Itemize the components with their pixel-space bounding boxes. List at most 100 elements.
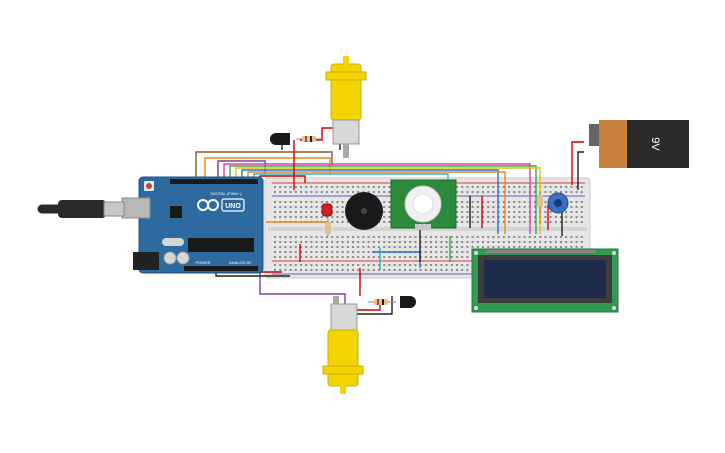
breadboard-hole (471, 216, 474, 218)
breadboard-hole (492, 206, 495, 208)
breadboard-hole (482, 236, 484, 238)
breadboard-hole (352, 236, 354, 238)
wire-pink (223, 163, 531, 234)
breadboard-hole (450, 256, 453, 258)
breadboard-hole (300, 211, 302, 213)
breadboard-hole (331, 216, 334, 218)
breadboard-hole (274, 201, 276, 203)
breadboard-hole (294, 241, 297, 243)
breadboard-hole (445, 269, 448, 271)
breadboard-hole (289, 241, 292, 243)
breadboard-hole (534, 216, 536, 218)
breadboard-hole (476, 211, 479, 213)
breadboard-hole (336, 251, 339, 253)
breadboard-hole (440, 236, 443, 238)
breadboard-hole (476, 186, 479, 188)
breadboard-hole (424, 264, 427, 266)
breadboard-hole (430, 264, 432, 266)
transistor-top (270, 133, 290, 145)
breadboard-hole (305, 246, 308, 248)
breadboard-hole (539, 246, 542, 248)
breadboard-hole (315, 269, 318, 271)
breadboard-hole (284, 246, 287, 248)
breadboard-hole (336, 221, 339, 223)
breadboard-hole (326, 191, 328, 193)
breadboard-hole (471, 241, 474, 243)
breadboard-hole (409, 264, 412, 266)
breadboard-hole (430, 251, 432, 253)
breadboard-hole (445, 236, 448, 238)
breadboard-hole (580, 236, 583, 238)
breadboard-hole (492, 211, 495, 213)
breadboard-hole (487, 221, 490, 223)
breadboard-hole (518, 206, 521, 208)
breadboard-hole (513, 206, 516, 208)
breadboard-hole (445, 246, 448, 248)
arduino-power-label: POWER (195, 260, 210, 265)
breadboard-hole (326, 251, 328, 253)
breadboard-hole (523, 221, 526, 223)
breadboard-hole (508, 211, 510, 213)
breadboard-hole (326, 264, 328, 266)
breadboard-hole (456, 186, 458, 188)
resistor-top (296, 136, 322, 142)
potentiometer (547, 192, 569, 214)
breadboard-hole (300, 191, 302, 193)
breadboard-hole (310, 206, 313, 208)
breadboard-hole (450, 241, 453, 243)
wire-black-battery (577, 151, 584, 190)
breadboard-hole (310, 269, 313, 271)
breadboard-hole (315, 206, 318, 208)
breadboard-hole (352, 269, 354, 271)
breadboard-hole (398, 236, 401, 238)
breadboard-hole (383, 269, 386, 271)
breadboard-hole (300, 251, 302, 253)
breadboard-hole (534, 206, 536, 208)
breadboard-hole (331, 186, 334, 188)
wire-black-bottom-motor (355, 296, 393, 315)
breadboard-hole (279, 264, 282, 266)
breadboard-hole (383, 211, 386, 213)
breadboard-hole (383, 256, 386, 258)
breadboard-hole (482, 201, 484, 203)
breadboard-hole (534, 211, 536, 213)
breadboard-hole (430, 269, 432, 271)
breadboard-hole (331, 191, 334, 193)
breadboard-hole (513, 186, 516, 188)
breadboard-hole (315, 246, 318, 248)
breadboard-hole (560, 186, 562, 188)
breadboard-hole (294, 269, 297, 271)
breadboard-hole (383, 186, 386, 188)
breadboard-hole (554, 241, 557, 243)
breadboard-hole (300, 201, 302, 203)
breadboard-hole (352, 251, 354, 253)
breadboard-hole (279, 241, 282, 243)
breadboard-hole (341, 264, 344, 266)
breadboard-hole (357, 256, 360, 258)
breadboard-hole (476, 236, 479, 238)
breadboard-hole (294, 256, 297, 258)
breadboard-hole (404, 264, 406, 266)
breadboard-hole (393, 256, 396, 258)
breadboard-hole (565, 191, 568, 193)
breadboard-hole (315, 264, 318, 266)
breadboard-hole (284, 256, 287, 258)
breadboard-hole (289, 201, 292, 203)
breadboard-hole (279, 216, 282, 218)
wire-blue (241, 169, 499, 234)
breadboard-hole (461, 246, 464, 248)
breadboard-hole (372, 264, 375, 266)
breadboard-hole (456, 236, 458, 238)
breadboard-hole (544, 216, 547, 218)
breadboard-hole (310, 264, 313, 266)
breadboard-hole (461, 211, 464, 213)
piezo-buzzer (345, 192, 383, 230)
breadboard-hole (362, 241, 365, 243)
breadboard-hole (346, 246, 349, 248)
breadboard-hole (336, 241, 339, 243)
breadboard-hole (492, 241, 495, 243)
breadboard-hole (502, 201, 505, 203)
breadboard-hole (487, 216, 490, 218)
breadboard-hole (440, 251, 443, 253)
breadboard-hole (289, 211, 292, 213)
